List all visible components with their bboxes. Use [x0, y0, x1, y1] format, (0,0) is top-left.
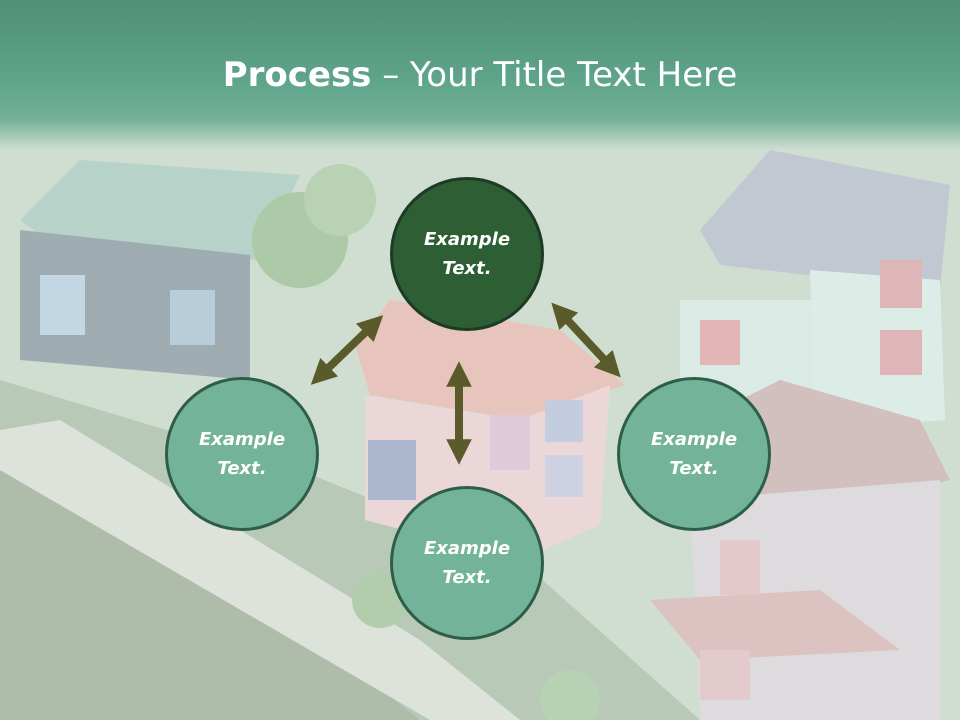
- slide-title-bold: Process: [222, 55, 372, 95]
- process-node-right-line1: Example: [650, 429, 738, 450]
- slide-title[interactable]: Process – Your Title Text Here: [0, 52, 960, 98]
- process-node-left-line1: Example: [198, 429, 286, 450]
- process-node-left-line2: Text.: [217, 458, 267, 479]
- double-arrow-top-left: [310, 315, 384, 385]
- process-node-top-line1: Example: [423, 229, 511, 250]
- process-node-top-line2: Text.: [442, 258, 492, 279]
- slide-title-rest: – Your Title Text Here: [371, 55, 738, 95]
- process-node-bottom-line1: Example: [423, 538, 511, 559]
- process-node-top[interactable]: Example Text.: [390, 177, 544, 331]
- process-node-left[interactable]: Example Text.: [165, 377, 319, 531]
- process-node-bottom[interactable]: Example Text.: [390, 486, 544, 640]
- process-node-bottom-line2: Text.: [442, 567, 492, 588]
- process-node-right[interactable]: Example Text.: [617, 377, 771, 531]
- title-bar: [0, 0, 960, 150]
- double-arrow-top-right: [551, 302, 621, 378]
- process-node-right-line2: Text.: [669, 458, 719, 479]
